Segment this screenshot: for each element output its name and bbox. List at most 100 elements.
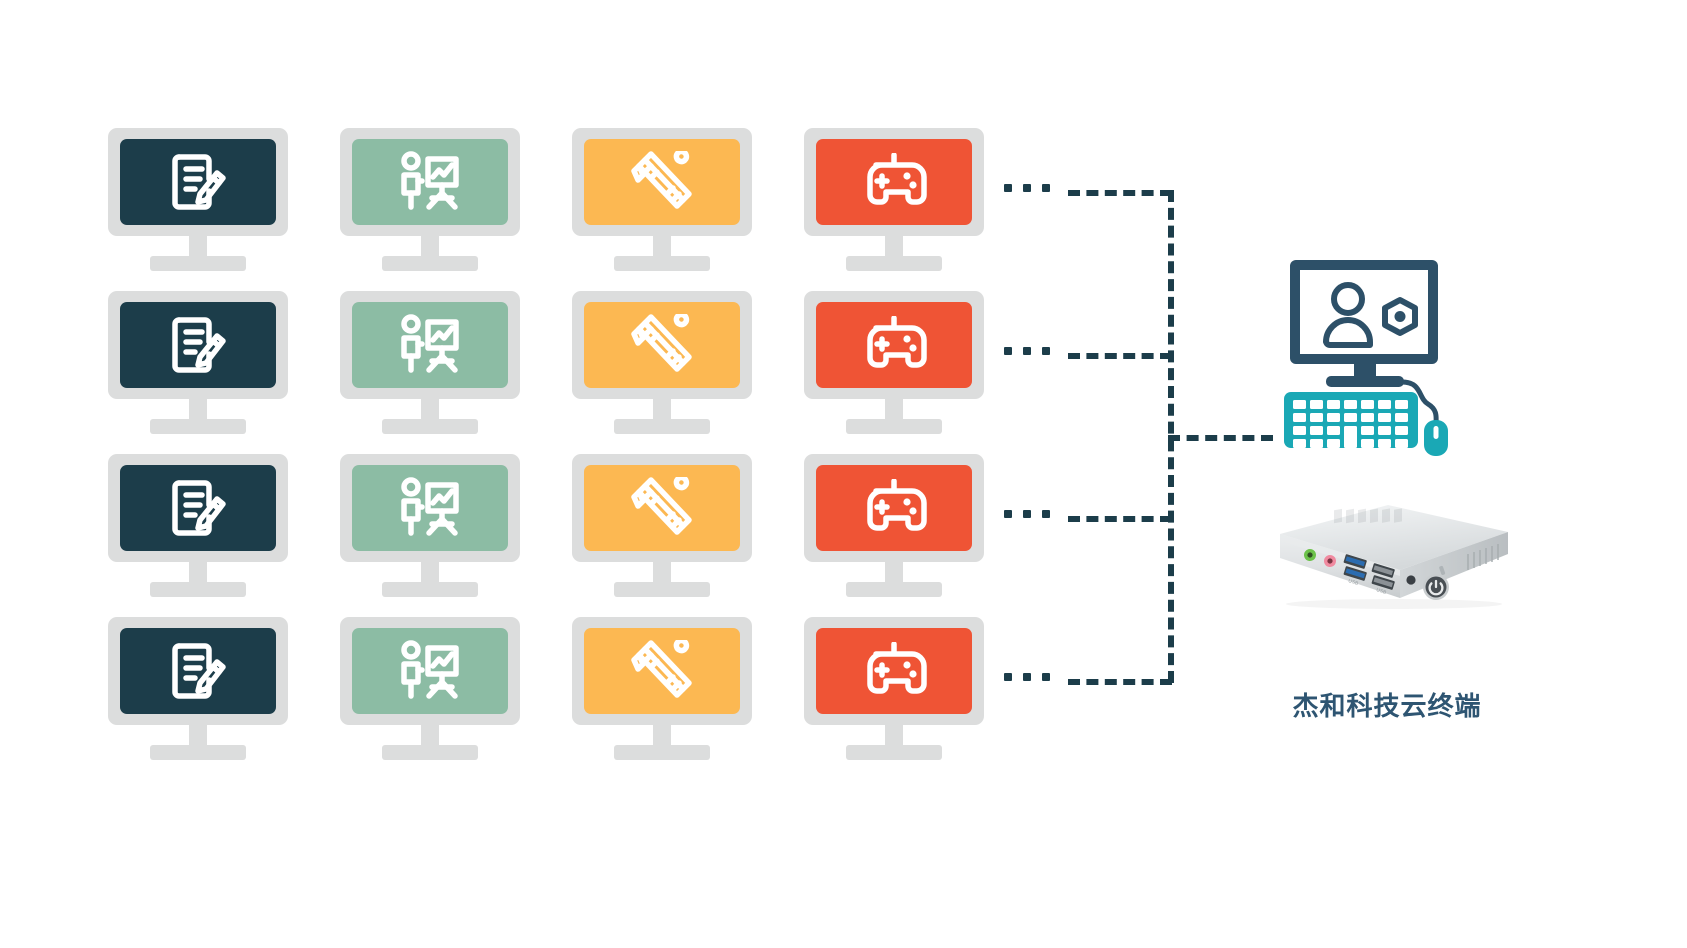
- client-monitor-gaming-entertainment[interactable]: [804, 617, 984, 760]
- usb2-port-lower: [1371, 575, 1395, 590]
- admin-workstation-illustration: [1284, 260, 1448, 456]
- monitor-base: [614, 582, 710, 597]
- document-pencil-icon: [172, 480, 226, 536]
- monitor-neck: [885, 236, 903, 260]
- ellipsis-row-2: [1004, 347, 1050, 355]
- monitor-base: [150, 745, 246, 760]
- microphone-jack: [1324, 555, 1336, 567]
- dashed-branch-1: [1068, 190, 1172, 196]
- pencil-ruler-icon: [631, 151, 692, 209]
- client-monitor-gaming-entertainment[interactable]: [804, 291, 984, 434]
- client-monitor-grid: [108, 128, 984, 768]
- ellipsis-dot: [1004, 673, 1012, 681]
- security-lock-slot: [1439, 565, 1446, 575]
- monitor-base: [150, 419, 246, 434]
- monitor-screen: [352, 628, 508, 714]
- dashed-branch-3: [1068, 516, 1172, 522]
- side-vent-slots: [1467, 544, 1499, 570]
- cloud-terminal-device: USB USB: [1262, 492, 1512, 632]
- game-controller-icon: [867, 316, 927, 368]
- monitor-base: [150, 582, 246, 597]
- dashed-branch-2: [1068, 353, 1172, 359]
- client-monitor-document-editing[interactable]: [108, 291, 288, 434]
- monitor-base: [382, 582, 478, 597]
- client-monitor-design-drafting[interactable]: [572, 454, 752, 597]
- client-monitor-gaming-entertainment[interactable]: [804, 128, 984, 271]
- monitor-neck: [653, 562, 671, 586]
- monitor-neck: [189, 399, 207, 423]
- monitor-screen: [816, 139, 972, 225]
- monitor-screen: [816, 302, 972, 388]
- monitor-screen: [584, 628, 740, 714]
- dashed-branch-4: [1068, 679, 1172, 685]
- monitor-neck: [653, 236, 671, 260]
- monitor-base: [846, 256, 942, 271]
- admin-workstation: [1282, 258, 1482, 464]
- monitor-base: [846, 745, 942, 760]
- admin-monitor-base: [1326, 376, 1404, 387]
- device-shadow: [1286, 599, 1502, 609]
- presenter-chart-easel-icon: [401, 314, 459, 373]
- presenter-chart-easel-icon: [401, 151, 459, 210]
- monitor-neck: [421, 725, 439, 749]
- admin-mouse: [1424, 420, 1448, 456]
- monitor-neck: [885, 562, 903, 586]
- ellipsis-dot: [1004, 510, 1012, 518]
- admin-monitor-neck: [1354, 364, 1376, 378]
- monitor-base: [382, 419, 478, 434]
- dashed-link-to-host: [1168, 435, 1273, 441]
- ellipsis-dot: [1023, 673, 1031, 681]
- ellipsis-dot: [1042, 347, 1050, 355]
- monitor-neck: [189, 562, 207, 586]
- ellipsis-dot: [1023, 184, 1031, 192]
- client-monitor-teaching-presentation[interactable]: [340, 291, 520, 434]
- pencil-ruler-icon: [631, 640, 692, 698]
- monitor-base: [846, 419, 942, 434]
- monitor-base: [382, 256, 478, 271]
- client-monitor-document-editing[interactable]: [108, 454, 288, 597]
- mouse-cable: [1399, 379, 1439, 427]
- client-monitor-design-drafting[interactable]: [572, 617, 752, 760]
- client-monitor-document-editing[interactable]: [108, 617, 288, 760]
- port-caption-usb3: USB: [1347, 578, 1359, 587]
- mini-pc-illustration: USB USB: [1280, 505, 1508, 609]
- client-monitor-teaching-presentation[interactable]: [340, 128, 520, 271]
- monitor-neck: [885, 725, 903, 749]
- ellipsis-dot: [1023, 510, 1031, 518]
- monitor-base: [614, 419, 710, 434]
- client-monitor-gaming-entertainment[interactable]: [804, 454, 984, 597]
- ellipsis-dot: [1004, 184, 1012, 192]
- dashed-connection-bus: [1050, 150, 1310, 770]
- client-monitor-design-drafting[interactable]: [572, 128, 752, 271]
- game-controller-icon: [867, 479, 927, 531]
- pencil-ruler-icon: [631, 477, 692, 535]
- cloud-terminal-label: 杰和科技云终端: [1292, 691, 1482, 721]
- client-monitor-design-drafting[interactable]: [572, 291, 752, 434]
- ellipsis-row-3: [1004, 510, 1050, 518]
- client-monitor-teaching-presentation[interactable]: [340, 617, 520, 760]
- presenter-chart-easel-icon: [401, 640, 459, 699]
- document-pencil-icon: [172, 317, 226, 373]
- monitor-base: [614, 256, 710, 271]
- monitor-screen: [816, 465, 972, 551]
- client-monitor-teaching-presentation[interactable]: [340, 454, 520, 597]
- monitor-screen: [816, 628, 972, 714]
- dc-power-jack: [1406, 575, 1416, 585]
- monitor-screen: [584, 302, 740, 388]
- port-captions: USB USB: [1347, 578, 1387, 596]
- mini-pc-front-bevel: [1280, 534, 1400, 576]
- monitor-screen: [584, 465, 740, 551]
- client-monitor-document-editing[interactable]: [108, 128, 288, 271]
- gear-hexagon-icon: [1382, 297, 1418, 336]
- port-cluster: [1304, 549, 1449, 600]
- usb3-port-upper: [1343, 554, 1367, 569]
- monitor-base: [614, 745, 710, 760]
- monitor-screen: [584, 139, 740, 225]
- monitor-neck: [421, 399, 439, 423]
- game-controller-icon: [867, 642, 927, 694]
- game-controller-icon: [867, 153, 927, 205]
- ellipsis-dot: [1042, 184, 1050, 192]
- monitor-neck: [421, 562, 439, 586]
- port-caption-usb2: USB: [1375, 587, 1387, 596]
